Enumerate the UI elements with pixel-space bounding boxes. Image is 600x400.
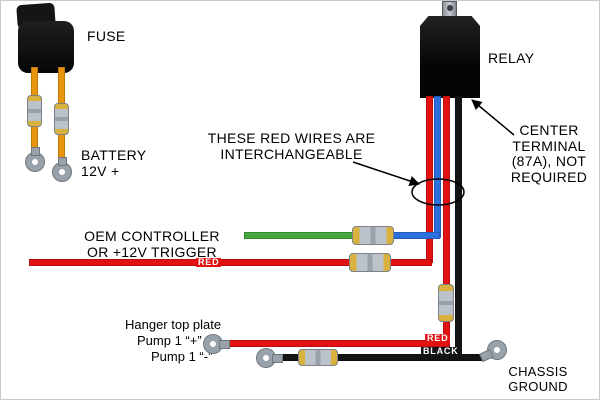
battery-ring-terminal-right: [53, 158, 71, 181]
oem-trigger-wire-red: [29, 259, 432, 266]
crimp-connector-ground: [298, 349, 338, 366]
chassis-ground-line1: CHASSIS: [508, 364, 568, 379]
terminal-ring: [204, 335, 222, 353]
crimp-connector-trigger-red: [349, 253, 391, 272]
chassis-ground-label: CHASSIS GROUND: [493, 364, 583, 394]
crimp-connector-fuse-right: [54, 103, 69, 135]
relay-wire-red-30: [443, 96, 450, 347]
oem-trigger-wire-blue: [389, 232, 440, 239]
oem-label-line1: OEM CONTROLLER: [84, 228, 220, 244]
arrow-to-interchangeable-wires: [352, 161, 420, 186]
battery-label-line1: BATTERY: [81, 147, 147, 163]
center-terminal-line2: TERMINAL: [512, 137, 586, 154]
oem-label-line2: OR +12V TRIGGER: [87, 244, 217, 260]
battery-ring-terminal-left: [26, 148, 44, 171]
relay-wire-blue-86: [434, 96, 441, 238]
relay-label: RELAY: [488, 50, 535, 66]
chassis-ground-ring-terminal: [480, 338, 509, 362]
crimp-connector-trigger-green: [352, 226, 394, 245]
hanger-top-plate-label: Hanger top plate: [125, 317, 222, 332]
terminal-ring: [26, 153, 44, 171]
terminal-ring: [257, 349, 275, 367]
interchangeable-note-line1: THESE RED WIRES ARE: [207, 130, 376, 146]
battery-label: BATTERY 12V +: [81, 147, 146, 179]
pump-negative-wire: [275, 354, 483, 361]
relay-tab-hole: [447, 5, 453, 11]
center-terminal-line4: REQUIRED: [510, 168, 588, 185]
pump1-positive-label: Pump 1 “+”: [137, 333, 202, 348]
crimp-connector-pump-red: [438, 284, 454, 322]
black-wire-tag-pump: BLACK: [421, 346, 461, 356]
interchangeable-note: THESE RED WIRES ARE INTERCHANGEABLE: [199, 130, 384, 162]
chassis-ground-line2: GROUND: [508, 379, 568, 394]
center-terminal-line1: CENTER: [519, 122, 579, 138]
center-terminal-note: CENTER TERMINAL (87A), NOT REQUIRED: [501, 122, 597, 185]
terminal-stub: [59, 158, 66, 165]
pump1-negative-label: Pump 1 “-”: [151, 349, 213, 364]
fuse-holder-body: [18, 21, 74, 73]
red-wire-tag-pump: RED: [425, 333, 451, 343]
interchangeable-note-line2: INTERCHANGEABLE: [220, 146, 363, 162]
terminal-ring: [53, 163, 71, 181]
relay-body: [420, 16, 480, 98]
oem-controller-label: OEM CONTROLLER OR +12V TRIGGER: [63, 228, 241, 260]
relay-mounting-tab: [442, 1, 457, 18]
pump-positive-ring-terminal: [204, 335, 229, 353]
crimp-connector-fuse-left: [27, 95, 42, 127]
relay-wire-black-85: [455, 96, 462, 361]
terminal-stub: [220, 341, 229, 348]
center-terminal-line3: (87A), NOT: [511, 153, 587, 169]
pump-positive-wire: [222, 340, 449, 347]
fuse-label: FUSE: [87, 28, 126, 44]
terminal-stub: [480, 350, 493, 361]
red-wire-tag-trigger: RED: [196, 257, 222, 267]
terminal-stub: [32, 148, 39, 155]
oem-trigger-wire-green: [244, 232, 359, 239]
pump-negative-ring-terminal: [257, 349, 282, 367]
battery-label-line2: 12V +: [81, 163, 120, 179]
terminal-stub: [273, 355, 282, 362]
